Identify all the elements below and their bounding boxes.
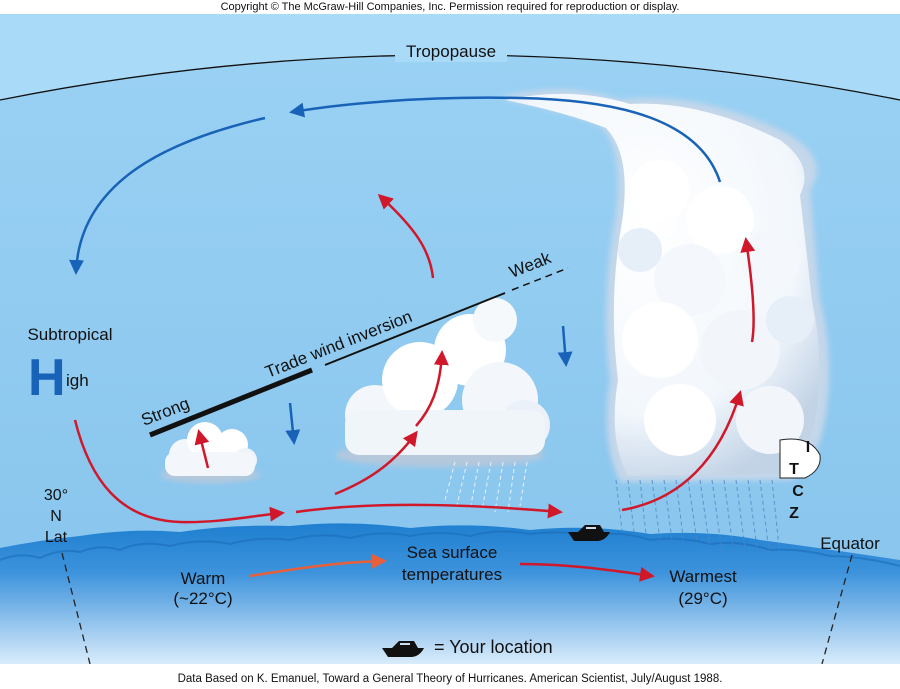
high-letter-h: H — [28, 349, 66, 407]
warm-label: Warm — [181, 569, 226, 588]
inversion-weak-segment — [511, 267, 569, 291]
latitude-label-degrees: 30° — [44, 487, 68, 504]
itcz-cumulonimbus-cloud — [500, 89, 829, 482]
inversion-mid-segment — [324, 292, 506, 366]
trade-wind-arrow-2 — [295, 503, 563, 519]
trade-wind-arrow-1 — [73, 419, 285, 524]
boat-icon — [568, 525, 610, 541]
credit-text: Data Based on K. Emanuel, Toward a Gener… — [178, 673, 723, 685]
itcz-rising-arrow-2 — [740, 237, 756, 343]
sst-arrow-warm — [249, 553, 387, 578]
small-cloud-rising-arrow — [194, 429, 210, 469]
rising-air-arrow-2 — [415, 350, 449, 427]
itcz-letter-z: Z — [789, 505, 799, 522]
equator-line — [821, 554, 853, 665]
warm-temp-label: (~22°C) — [173, 589, 232, 608]
subtropical-label: Subtropical — [27, 325, 112, 344]
legend-boat-icon — [382, 641, 424, 657]
tropopause-label-bg — [395, 38, 507, 62]
sinking-air-arrow-2 — [557, 325, 573, 367]
rising-air-arrow-3 — [377, 193, 435, 279]
itcz-rising-arrow-1 — [621, 390, 744, 512]
itcz-letter-t: T — [789, 461, 799, 478]
legend-location-label: = Your location — [434, 637, 553, 657]
rising-air-arrow-1 — [334, 430, 418, 496]
sea-surface — [0, 523, 900, 664]
tropopause-label: Tropopause — [406, 42, 496, 61]
sea-surface-label-line2: temperatures — [402, 565, 502, 584]
latitude-label-lat: Lat — [45, 529, 68, 546]
sea-surface-label-line1: Sea surface — [407, 543, 498, 562]
warmest-label: Warmest — [669, 567, 737, 586]
warmest-temp-label: (29°C) — [678, 589, 727, 608]
subsidence-arrow-left — [69, 116, 266, 275]
itcz-rain — [615, 479, 781, 559]
stratosphere-band — [0, 14, 900, 100]
medium-cloud-rain — [444, 461, 528, 513]
upper-return-flow-arrow — [289, 96, 722, 183]
inversion-strong-segment — [149, 367, 313, 438]
equator-label: Equator — [820, 534, 880, 553]
sst-arrow-warmest — [519, 562, 655, 582]
latitude-label-n: N — [50, 508, 62, 525]
sea-wave-line — [0, 530, 900, 567]
high-label-rest: igh — [66, 371, 89, 390]
itcz-letter-c: C — [792, 483, 804, 500]
copyright-text: Copyright © The McGraw-Hill Companies, I… — [221, 1, 680, 13]
itcz-letter-i: I — [806, 439, 810, 456]
sinking-air-arrow-1 — [285, 402, 301, 445]
